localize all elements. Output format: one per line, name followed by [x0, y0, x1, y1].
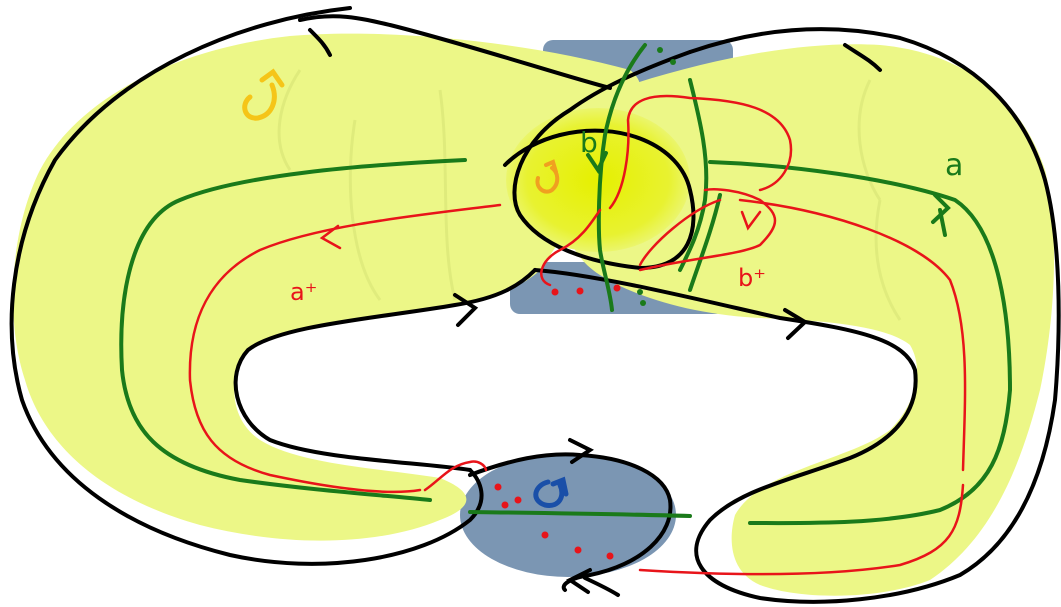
surface-left-lobe	[12, 33, 641, 541]
label-a: a	[945, 148, 963, 183]
label-a-plus: a⁺	[290, 278, 317, 306]
boundary-arrows	[453, 293, 809, 594]
green-curves	[119, 43, 1012, 526]
green-arrows	[586, 151, 951, 237]
clockwise-arrow-icon	[535, 159, 560, 194]
clockwise-arrow-icon	[242, 68, 285, 121]
red-curves	[188, 94, 967, 576]
label-b-plus: b⁺	[738, 264, 766, 292]
boundary-curves	[9, 6, 1061, 604]
surface-shading	[277, 69, 902, 321]
red-dots	[494, 284, 621, 560]
label-b: b	[580, 126, 598, 159]
red-arrows	[319, 210, 762, 250]
green-dots	[637, 47, 676, 306]
center-glow-disk	[506, 108, 690, 252]
clockwise-arrow-icon	[533, 476, 569, 508]
